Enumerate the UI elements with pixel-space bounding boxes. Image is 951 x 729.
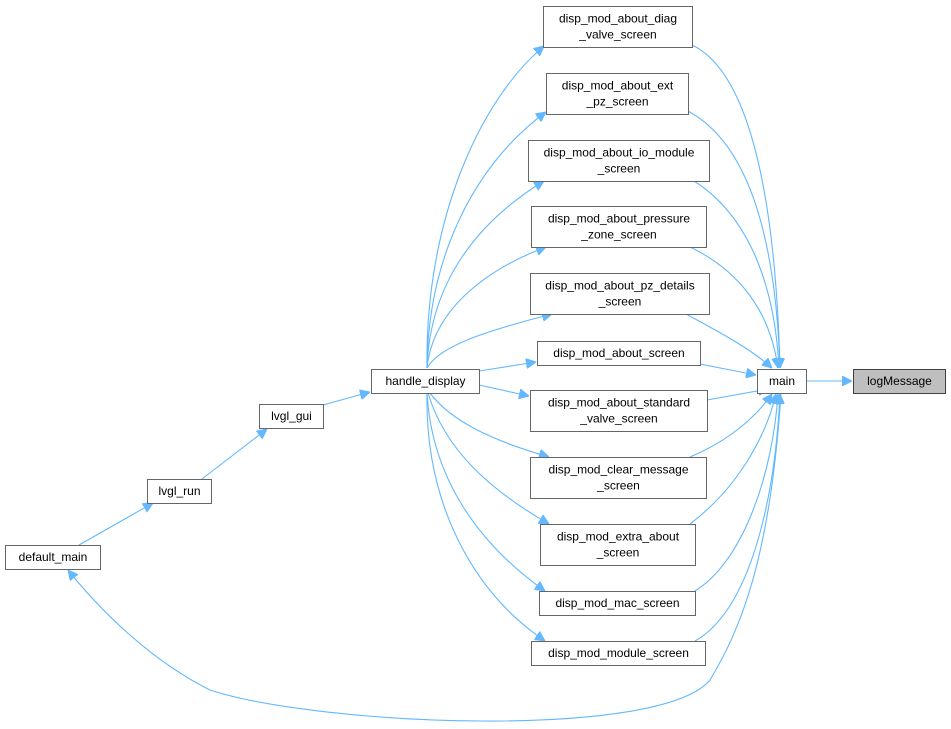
- edge-extra-about-to-main: [689, 394, 776, 525]
- node-label: _valve_screen: [579, 412, 657, 426]
- node-label: _zone_screen: [580, 228, 656, 242]
- node-label: _screen: [596, 546, 640, 560]
- node-label: disp_mod_about_standard: [548, 396, 690, 410]
- edge-handle-display-to-clear-message: [429, 392, 549, 457]
- node-clear-message[interactable]: disp_mod_clear_message _screen: [530, 457, 707, 499]
- node-label: _valve_screen: [578, 28, 656, 42]
- node-label: disp_mod_about_io_module: [544, 146, 695, 160]
- edge-pressure-zone-to-main: [689, 246, 778, 368]
- node-box: [371, 369, 480, 394]
- node-box: [528, 140, 710, 182]
- node-box: [546, 73, 689, 115]
- edge-diag-valve-to-main: [691, 44, 780, 368]
- nodes-layer: logMessage main disp_mod_about_diag _valve_…: [5, 6, 946, 666]
- node-diag-valve[interactable]: disp_mod_about_diag _valve_screen: [543, 6, 693, 48]
- node-label: logMessage: [867, 374, 932, 388]
- node-box: [757, 369, 807, 394]
- edge-handle-display-to-mac-screen: [426, 392, 545, 591]
- node-box: [537, 341, 701, 366]
- node-label: disp_mod_about_pressure: [548, 212, 690, 226]
- node-box: [5, 545, 101, 570]
- node-lvgl-run[interactable]: lvgl_run: [147, 479, 212, 504]
- node-standard-valve[interactable]: disp_mod_about_standard _valve_screen: [530, 390, 708, 432]
- edge-pz-details-to-main: [685, 313, 772, 368]
- edge-handle-display-to-extra-about: [427, 392, 549, 524]
- node-lvgl-gui[interactable]: lvgl_gui: [259, 404, 324, 429]
- edge-default-main-to-lvgl-run: [78, 503, 153, 546]
- edge-handle-display-to-diag-valve: [426, 46, 544, 369]
- node-pz-details[interactable]: disp_mod_about_pz_details _screen: [530, 273, 710, 315]
- node-handle-display[interactable]: handle_display: [371, 369, 480, 394]
- edge-default-main-to-main: [68, 393, 782, 722]
- node-label: lvgl_run: [158, 484, 200, 498]
- node-pressure-zone[interactable]: disp_mod_about_pressure _zone_screen: [531, 206, 707, 248]
- node-box: [539, 591, 696, 616]
- edge-handle-display-to-pressure-zone: [426, 247, 546, 369]
- edge-about-screen-to-main: [699, 363, 756, 375]
- node-label: disp_mod_about_screen: [553, 346, 684, 360]
- edge-handle-display-to-pz-details: [426, 314, 552, 369]
- node-module-screen[interactable]: disp_mod_module_screen: [531, 641, 706, 666]
- node-label: disp_mod_mac_screen: [555, 596, 679, 610]
- node-label: main: [769, 374, 795, 388]
- node-logMessage[interactable]: logMessage: [853, 369, 946, 394]
- node-io-module[interactable]: disp_mod_about_io_module _screen: [528, 140, 710, 182]
- node-box: [531, 641, 706, 666]
- node-main[interactable]: main: [757, 369, 807, 394]
- node-label: lvgl_gui: [271, 409, 312, 423]
- edge-mac-screen-to-main: [694, 394, 778, 592]
- node-label: handle_display: [385, 374, 465, 388]
- edge-handle-display-to-module-screen: [426, 392, 545, 641]
- node-box: [531, 206, 707, 248]
- edges-layer: [68, 44, 852, 722]
- node-label: _screen: [598, 295, 642, 309]
- node-label: disp_mod_about_pz_details: [545, 279, 694, 293]
- node-box: [853, 369, 946, 394]
- node-label: _screen: [596, 479, 640, 493]
- node-box: [530, 390, 708, 432]
- node-label: disp_mod_module_screen: [548, 646, 689, 660]
- node-label: disp_mod_about_diag: [559, 12, 677, 26]
- edge-lvgl-gui-to-handle-display: [322, 392, 370, 406]
- node-box: [540, 524, 696, 566]
- edge-io-module-to-main: [693, 180, 779, 368]
- node-box: [543, 6, 693, 48]
- edge-handle-display-to-about-screen: [478, 362, 536, 372]
- node-label: _pz_screen: [585, 95, 648, 109]
- node-label: _screen: [597, 162, 641, 176]
- node-label: disp_mod_about_ext: [562, 79, 674, 93]
- node-box: [530, 273, 710, 315]
- node-mac-screen[interactable]: disp_mod_mac_screen: [539, 591, 696, 616]
- node-box: [530, 457, 707, 499]
- node-label: default_main: [19, 550, 88, 564]
- edge-clear-message-to-main: [689, 394, 772, 458]
- edge-handle-display-to-standard-valve: [478, 384, 529, 396]
- node-about-screen[interactable]: disp_mod_about_screen: [537, 341, 701, 366]
- node-label: disp_mod_clear_message: [548, 463, 688, 477]
- node-label: disp_mod_extra_about: [557, 530, 680, 544]
- node-box: [259, 404, 324, 429]
- edge-handle-display-to-ext-pz: [426, 112, 546, 369]
- edge-handle-display-to-io-module: [426, 181, 544, 369]
- edge-module-screen-to-main: [694, 394, 780, 642]
- node-extra-about[interactable]: disp_mod_extra_about _screen: [540, 524, 696, 566]
- node-box: [147, 479, 212, 504]
- edge-lvgl-run-to-lvgl-gui: [201, 429, 267, 480]
- node-default-main[interactable]: default_main: [5, 545, 101, 570]
- edge-ext-pz-to-main: [687, 110, 780, 368]
- node-ext-pz[interactable]: disp_mod_about_ext _pz_screen: [546, 73, 689, 115]
